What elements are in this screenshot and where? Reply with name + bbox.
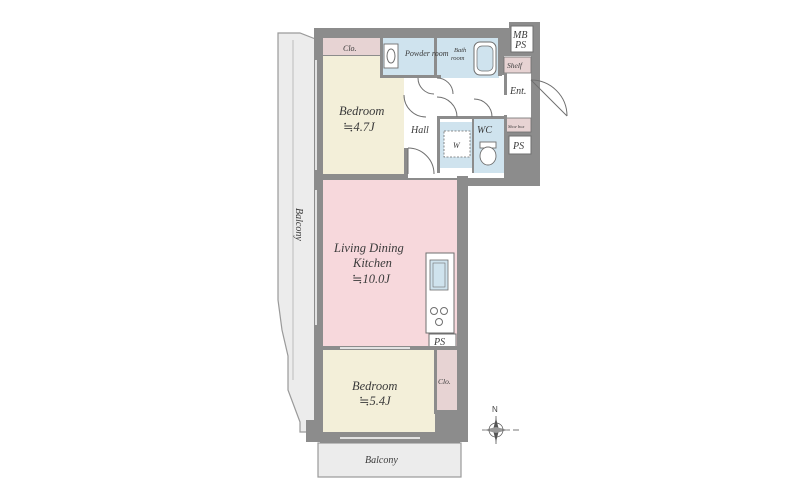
ldk-size: ≒10.0J: [352, 272, 391, 286]
ps-wc-box: [508, 135, 532, 155]
wc-label: WC: [477, 125, 492, 136]
powder-sink: [383, 43, 399, 69]
compass-north-label: N: [492, 405, 498, 414]
washer-label: W: [453, 141, 461, 150]
windows: [315, 60, 420, 439]
ps-kitchen-label: PS: [433, 337, 445, 348]
toilet-icon: [479, 141, 497, 166]
balcony-south: [317, 442, 462, 478]
hall-label: Hall: [410, 125, 429, 136]
bedroom-south-name: Bedroom: [352, 379, 397, 393]
ps-wc-label: PS: [512, 141, 524, 152]
door-swings: [403, 77, 568, 175]
balcony-west-label: Balcony: [293, 208, 304, 241]
stove-icon: [430, 307, 448, 326]
closet-north: [323, 38, 381, 55]
mb-ps-label: PS: [514, 40, 526, 51]
compass-icon: [482, 416, 519, 444]
bedroom-south-floor: [323, 350, 435, 435]
bedroom-north-name: Bedroom: [339, 104, 384, 118]
powder-room-label: Powder room: [404, 49, 449, 58]
mb-label: MB: [512, 30, 527, 41]
entrance-label: Ent.: [509, 86, 526, 97]
shoe-box-label: Shoe box: [508, 124, 524, 129]
washer-pan: [443, 130, 471, 158]
bedroom-north-size: ≒4.7J: [343, 120, 376, 134]
shelf-label: Shelf: [507, 61, 523, 70]
balcony-west: [277, 32, 319, 433]
balcony-south-label: Balcony: [365, 455, 398, 466]
ldk-name-line2: Kitchen: [352, 256, 392, 270]
closet-south-label: Clo.: [438, 377, 451, 386]
closet-north-label: Clo.: [343, 44, 357, 53]
kitchen-sink: [429, 259, 449, 291]
bath-room-label-2: room: [451, 55, 465, 62]
bedroom-south-size: ≒5.4J: [359, 394, 392, 408]
closet-south: [436, 350, 457, 410]
bath-room-label-1: Bath: [454, 47, 466, 54]
shelf-box: [503, 56, 532, 74]
mb-ps-box: [510, 25, 534, 53]
ldk-name-line1: Living Dining: [333, 241, 404, 255]
